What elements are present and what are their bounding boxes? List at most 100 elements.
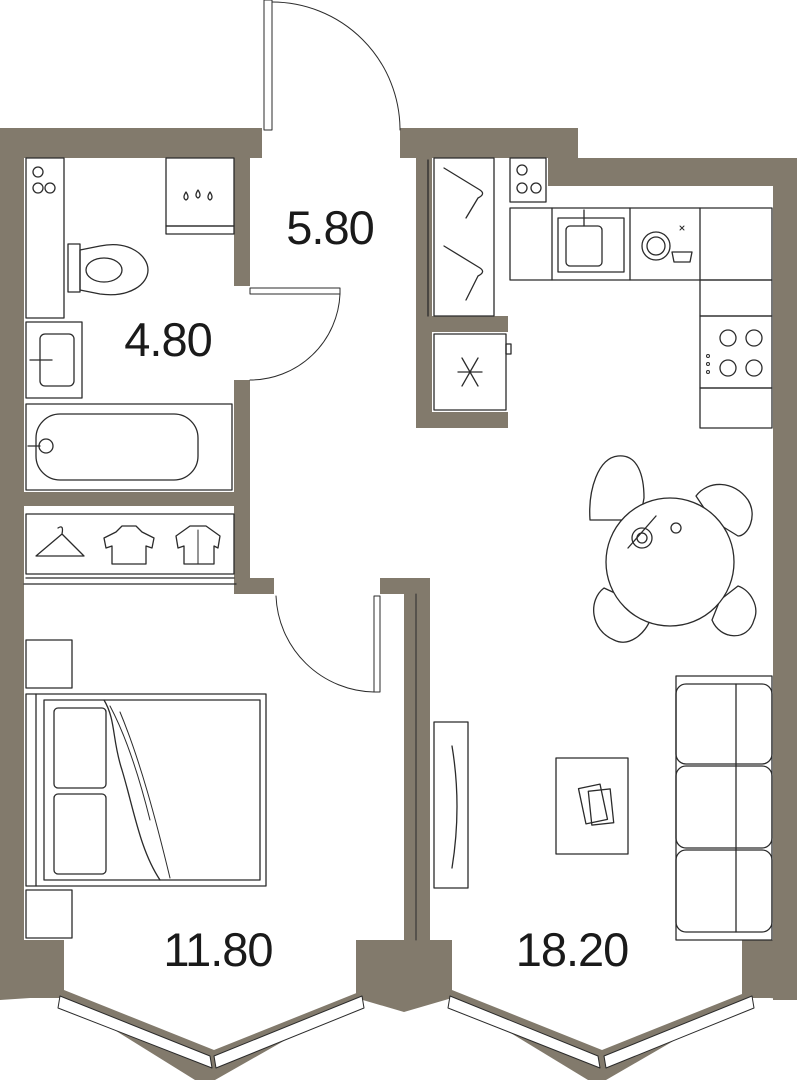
snowflake-icon [457, 357, 483, 387]
sofa-cushion [675, 683, 773, 765]
wall-corner-br [742, 940, 797, 1000]
pillow [53, 793, 107, 875]
cooktop [699, 315, 773, 389]
area-labels: 5.80 4.80 11.80 18.20 [124, 201, 629, 976]
bath-counter [25, 157, 65, 319]
living [433, 675, 773, 941]
wall-corner-bl [0, 940, 64, 1000]
burner-icon [719, 359, 737, 377]
sofa-cushion [675, 765, 773, 849]
kitchen-cabinet [699, 279, 773, 317]
tv-stand [433, 721, 469, 889]
dining-table [605, 497, 735, 627]
fridge-handle [505, 343, 512, 355]
kitchen-sink [557, 217, 625, 273]
entrance-door-leaf [263, 0, 273, 131]
hallway-area: 5.80 [286, 201, 373, 254]
window-living-right [603, 995, 755, 1069]
magazine-icon [577, 783, 609, 825]
plate-icon [641, 231, 671, 261]
fridge [433, 333, 507, 411]
cutlery-icon [627, 515, 657, 549]
kitchen-counter-top [509, 207, 773, 281]
wall-center-top [380, 578, 430, 594]
bedroom-door-leaf [373, 595, 381, 693]
toilet-tank [67, 243, 81, 293]
chair-bottom-right [711, 585, 757, 637]
wall-right [773, 158, 797, 1000]
burner-icon [745, 359, 763, 377]
dining-set [589, 455, 757, 643]
wall-top-right [548, 158, 797, 186]
hanger-icon [443, 245, 484, 301]
blanket-fold [103, 699, 161, 881]
hob-small [509, 157, 547, 203]
wall-hall-closet [416, 158, 432, 320]
wall-fridge-left [416, 316, 432, 428]
window-bedroom-left [57, 995, 213, 1069]
wall-bath-lower [234, 380, 250, 592]
wall-bath-upper [234, 158, 250, 286]
burner-icon [516, 182, 528, 194]
knob-icon [706, 354, 710, 358]
bed [25, 693, 267, 887]
hall-wardrobe-body [433, 157, 495, 317]
burner-icon [516, 164, 528, 176]
wall-fridge-top [416, 316, 508, 332]
kitchen-sink-basin [565, 225, 603, 267]
bedroom-door[interactable] [275, 593, 417, 941]
bedroom-area: 11.80 [163, 923, 272, 976]
hanger-icon [443, 167, 484, 219]
burner-icon [745, 329, 763, 347]
plate-icon [646, 236, 666, 256]
hanger-icon [35, 526, 85, 557]
bathtub-drain-icon [38, 438, 54, 454]
knob-icon [706, 370, 710, 374]
chair-right-top [695, 483, 753, 537]
nightstand [25, 889, 73, 939]
wardrobe-hall [427, 157, 495, 317]
wall-fridge-bottom [416, 412, 508, 428]
sofa-cushion [675, 849, 773, 933]
toilet-bowl [79, 244, 149, 296]
cup-icon [671, 251, 693, 263]
kitchen-cabinet [699, 387, 773, 429]
wardrobe-left [23, 513, 237, 585]
bathtub [25, 403, 233, 491]
coffee-table [555, 757, 629, 855]
entrance-door-swing [271, 1, 401, 131]
toilet-seat [85, 257, 123, 283]
burner-icon [530, 182, 542, 194]
sink-counter [25, 321, 83, 399]
magazine-icon [587, 788, 615, 826]
bedroom [25, 639, 267, 939]
bathroom-door-leaf [249, 287, 341, 295]
wall-center [404, 594, 430, 940]
entrance-door[interactable] [263, 0, 401, 131]
bathroom-door-swing [249, 293, 341, 381]
counter-knob-icon [44, 182, 56, 194]
shirt-icon [103, 525, 155, 565]
kitchen [433, 157, 773, 429]
counter-knob-icon [32, 182, 44, 194]
window-bedroom-right [213, 995, 365, 1069]
wall-center-bottom [356, 940, 452, 1012]
counter-knob-icon [32, 166, 44, 178]
blanket-lines [109, 705, 171, 879]
button-shirt-icon [175, 525, 221, 565]
sparkle-icon [679, 225, 685, 231]
windows [57, 995, 755, 1069]
wardrobe-body [25, 513, 235, 575]
bed-mattress [43, 699, 261, 881]
tv-icon [451, 745, 458, 869]
nightstand [25, 639, 73, 689]
bedroom-door-swing [275, 595, 375, 693]
bathroom-door[interactable] [249, 287, 341, 381]
wall-top-left [0, 128, 262, 158]
glass-icon [670, 522, 682, 534]
water-heater-base [165, 225, 235, 235]
bathroom-fixtures [25, 157, 235, 491]
sofa [675, 675, 773, 941]
living-kitchen-area: 18.20 [516, 923, 629, 976]
